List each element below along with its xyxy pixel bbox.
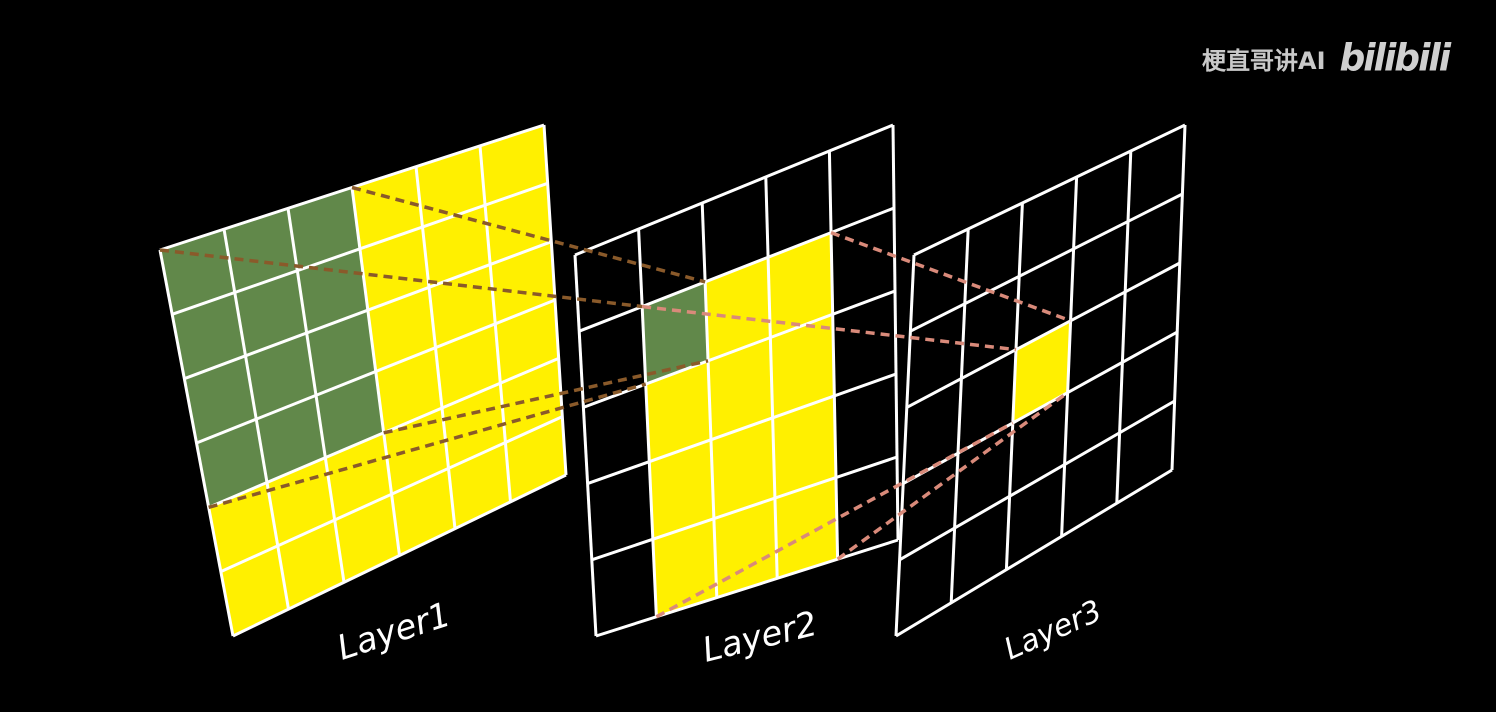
layer2-to-layer3-connector: [641, 304, 1017, 352]
layer2-gridline-v: [891, 124, 900, 541]
layer2-gridline-v: [764, 176, 779, 579]
receptive-field-connectors: [159, 185, 1072, 619]
layer2-gridline-v: [700, 202, 719, 598]
layer3-gridline-h: [898, 399, 1176, 562]
layer3-gridline-v: [1060, 176, 1079, 537]
layer3-gridline-h: [906, 261, 1181, 409]
layer3-gridline-v: [1170, 124, 1187, 471]
layer1-to-layer2-connector: [159, 248, 643, 309]
channel-watermark: 梗直哥讲AI bilibili: [1202, 36, 1452, 80]
layer2-gridline-v: [827, 150, 840, 560]
layer2-label: Layer2: [699, 604, 822, 671]
layer1-to-layer2-connector: [351, 185, 706, 284]
layer2-yellow-region: [642, 232, 838, 617]
layer1-to-layer2-connector: [208, 382, 647, 510]
layer3-gridline-h: [913, 123, 1186, 257]
layer2-gridline-h: [595, 538, 899, 638]
layer2-gridline-h: [578, 206, 895, 333]
layer3-gridline-v: [949, 228, 970, 603]
layer2-gridline-v: [573, 254, 598, 637]
layer1-label: Layer1: [332, 595, 455, 669]
layer3-gridline-v: [1004, 202, 1024, 570]
channel-name: 梗直哥讲AI: [1202, 46, 1326, 75]
layer3-gridline-h: [909, 192, 1184, 333]
bilibili-logo-icon: bilibili: [1339, 36, 1452, 80]
layer1-gridline-v: [542, 124, 568, 476]
layer3-gridline-h: [895, 468, 1173, 638]
layer1-grid: [158, 123, 568, 638]
layer2-to-layer3-connector: [836, 391, 1069, 561]
layer1-gridline-h: [220, 415, 563, 574]
layer2-to-layer3-connector: [655, 421, 1014, 619]
layer3-gridline-v: [1115, 150, 1133, 504]
layer2-gridline-h: [587, 372, 897, 486]
layer1-gridline-h: [232, 473, 567, 638]
layer2-grid: [573, 123, 900, 638]
layer2-to-layer3-connector: [830, 230, 1072, 323]
layer1-to-layer2-connector: [383, 359, 709, 435]
layer2-gridline-h: [591, 455, 898, 562]
layer3-grid: [894, 123, 1187, 638]
layer2-gridline-v: [637, 228, 658, 617]
layer3-label: Layer3: [999, 594, 1107, 668]
layer3-gridline-v: [894, 254, 916, 637]
layer2-gridline-h: [574, 123, 894, 257]
